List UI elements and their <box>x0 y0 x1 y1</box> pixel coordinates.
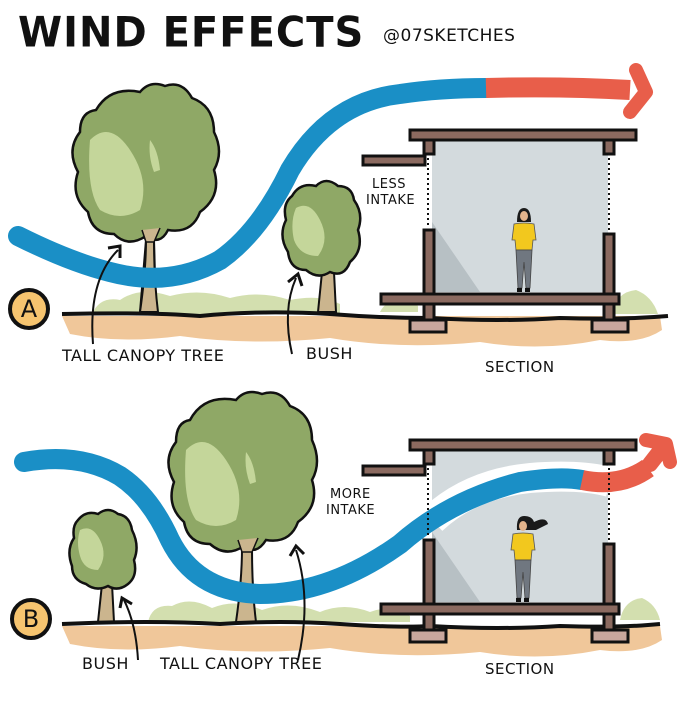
person-a <box>511 208 537 292</box>
pointer-arrowhead-bush-a <box>287 271 304 287</box>
grass-b <box>148 601 410 622</box>
wind-stream-a-cool <box>8 78 496 288</box>
panel-a <box>8 63 669 355</box>
pointer-arrowhead-bush-b <box>118 595 133 609</box>
ground-line-b <box>61 620 661 630</box>
pointer-arrow-bush-b <box>123 599 139 661</box>
label-more-intake-line2: INTAKE <box>326 503 376 518</box>
person-b <box>510 516 548 602</box>
wind-arrowhead-a <box>623 63 653 119</box>
pointer-arrow-tall-tree-a <box>91 249 119 345</box>
label-more-intake-line1: MORE <box>330 487 371 502</box>
label-bush-b: BUSH <box>82 654 129 673</box>
label-section-a: SECTION <box>485 358 555 376</box>
building-section-a <box>361 128 638 334</box>
grass-a <box>92 291 340 314</box>
wind-stream-b-warm <box>579 459 654 493</box>
building-structure-b <box>361 438 638 644</box>
panel-badge-a: A <box>8 288 50 330</box>
bush-a <box>281 179 362 313</box>
page-title: WIND EFFECTS <box>18 8 365 58</box>
label-less-intake-line1: LESS <box>372 177 406 192</box>
bush-b <box>68 508 138 623</box>
panel-badge-b: B <box>10 598 52 640</box>
pointer-arrow-bush-a <box>286 277 297 355</box>
panel-b <box>14 390 677 661</box>
label-bush-a: BUSH <box>306 344 353 363</box>
label-section-b: SECTION <box>485 660 555 678</box>
ground-line-a <box>61 310 669 322</box>
pointer-arrowhead-tall-tree-a <box>107 244 122 258</box>
tall-canopy-tree-a <box>71 82 221 313</box>
label-tall-canopy-tree-a: TALL CANOPY TREE <box>62 346 225 365</box>
label-tall-canopy-tree-b: TALL CANOPY TREE <box>160 654 323 673</box>
grass-b-right <box>620 598 660 620</box>
soil-a <box>62 316 662 347</box>
label-less-intake-line2: INTAKE <box>366 193 416 208</box>
pointer-arrow-tall-tree-b <box>295 549 306 661</box>
grass-a-right <box>612 290 658 314</box>
pointer-arrowhead-tall-tree-b <box>288 543 306 557</box>
tall-canopy-tree-b <box>167 390 319 623</box>
wind-stream-b-cool <box>14 449 592 605</box>
wind-stream-a-warm <box>485 77 631 100</box>
author-handle: @07SKETCHES <box>383 26 516 46</box>
soil-b <box>62 626 662 657</box>
